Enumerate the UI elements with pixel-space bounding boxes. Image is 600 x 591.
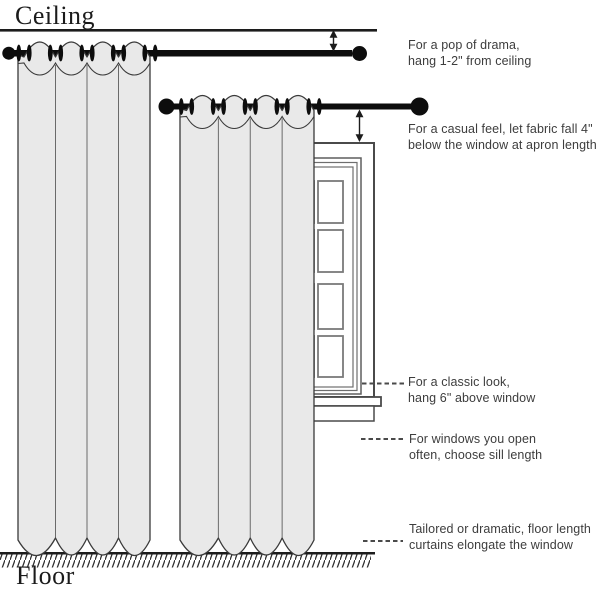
grommet-ring-icon — [58, 44, 64, 62]
curtain-rod-high — [2, 46, 367, 61]
curtain-grommets — [178, 98, 322, 115]
curtain-fabric — [17, 41, 151, 557]
annotation-floor-length: Tailored or dramatic, floor length curta… — [409, 522, 591, 553]
annotation-classic: For a classic look, hang 6" above window — [408, 375, 535, 406]
annotation-line: curtains elongate the window — [409, 537, 574, 552]
curtain-folds — [55, 65, 119, 538]
annotation-line: hang 1-2" from ceiling — [408, 53, 532, 68]
grommet-ring-icon — [16, 44, 22, 62]
grommet-ring-icon — [89, 44, 95, 62]
window-pane — [317, 180, 344, 224]
rod-finial-right — [410, 97, 429, 116]
grommet-ring-icon — [274, 98, 280, 115]
curtain-folds — [217, 118, 283, 538]
grommet-ring-icon — [79, 44, 85, 62]
rod-finial-right — [352, 46, 367, 61]
grommet-ring-icon — [110, 44, 116, 62]
grommet-ring-icon — [178, 98, 184, 115]
window-pane — [317, 335, 344, 378]
floor-hatch — [0, 554, 371, 568]
arrow-head-down-icon — [355, 134, 364, 143]
floor-edge — [0, 552, 375, 555]
grommet-ring-icon — [316, 98, 322, 115]
arrow-head-up-icon — [329, 29, 338, 38]
curtain-panel-left — [16, 41, 158, 557]
floor-line — [0, 552, 375, 568]
grommet-ring-icon — [121, 44, 127, 62]
rod-bar — [14, 50, 352, 57]
curtain-fabric — [179, 94, 315, 557]
annotation-line: Tailored or dramatic, floor length — [409, 522, 591, 536]
window-pane — [317, 229, 344, 273]
arrow-head-down-icon — [329, 43, 338, 52]
grommet-ring-icon — [221, 98, 227, 115]
annotation-sill-length: For windows you open often, choose sill … — [409, 432, 542, 463]
curtain-header-hem — [17, 61, 151, 76]
grommet-ring-icon — [210, 98, 216, 115]
ceiling-label: Ceiling — [15, 1, 96, 30]
grommet-ring-icon — [242, 98, 248, 115]
annotation-line: For windows you open — [409, 432, 537, 446]
floor-label: Floor — [16, 561, 75, 590]
grommet-ring-icon — [306, 98, 312, 115]
measure-arrow-rod-window-gap — [355, 109, 364, 143]
annotation-casual: For a casual feel, let fabric fall 4" be… — [408, 122, 597, 153]
grommet-ring-icon — [47, 44, 53, 62]
annotation-line: often, choose sill length — [409, 447, 543, 462]
measure-arrow-ceiling-gap — [329, 29, 338, 52]
annotation-line: For a pop of drama, — [408, 38, 520, 52]
grommet-ring-icon — [253, 98, 258, 115]
grommet-ring-icon — [189, 98, 195, 115]
annotation-line: For a casual feel, let fabric fall 4" — [408, 122, 593, 136]
annotation-drama: For a pop of drama, hang 1-2" from ceili… — [408, 38, 531, 69]
annotation-line: below the window at apron length — [408, 137, 597, 152]
curtain-panel-right — [178, 94, 322, 557]
annotation-line: For a classic look, — [408, 375, 510, 389]
leader-lines — [361, 382, 406, 542]
grommet-ring-icon — [284, 98, 290, 115]
curtain-header-hem — [179, 115, 315, 130]
annotation-line: hang 6" above window — [408, 390, 536, 405]
window-pane — [317, 283, 344, 330]
grommet-ring-icon — [26, 44, 32, 62]
arrow-head-up-icon — [355, 109, 364, 118]
grommet-ring-icon — [142, 44, 148, 62]
rod-finial-left — [158, 98, 175, 115]
grommet-ring-icon — [152, 44, 158, 62]
rod-finial-left — [2, 46, 16, 60]
ceiling-line — [0, 29, 377, 32]
curtain-grommets — [16, 44, 158, 62]
